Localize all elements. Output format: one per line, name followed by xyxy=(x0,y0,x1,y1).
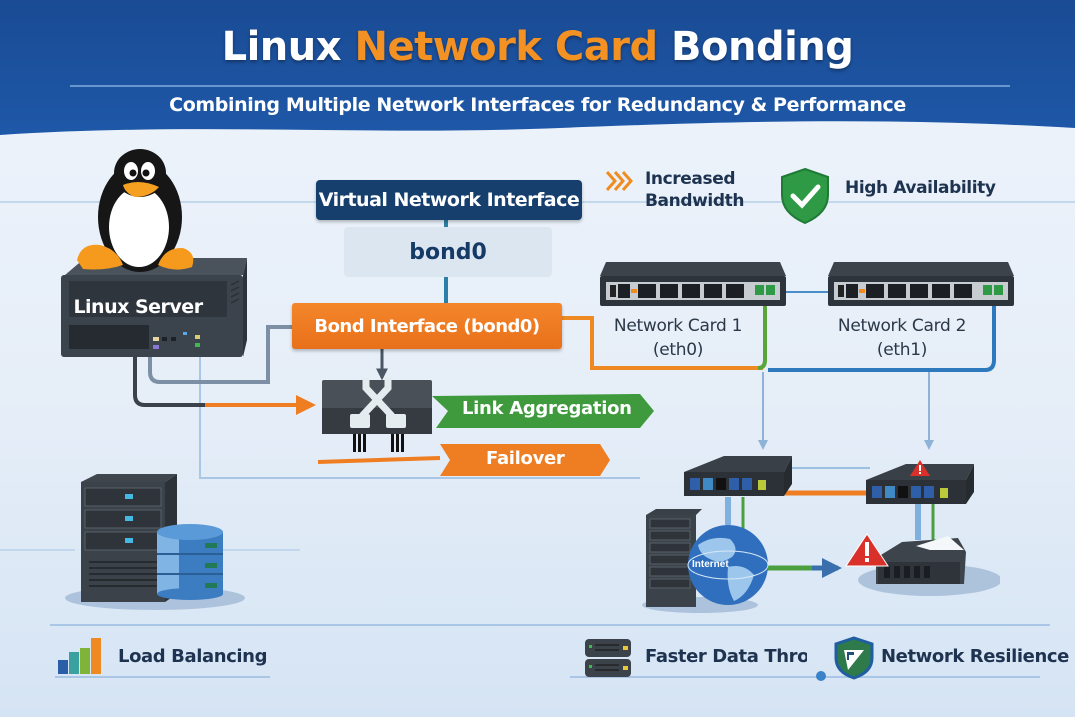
linux-server[interactable] xyxy=(55,145,255,360)
tux-penguin-icon xyxy=(77,149,194,272)
network-card-2[interactable] xyxy=(828,258,1014,308)
globe-label: Internet xyxy=(692,559,729,570)
shield-flag-icon xyxy=(834,636,874,680)
network-card-1-label: Network Card 1 (eth0) xyxy=(613,316,743,360)
chevrons-right-icon xyxy=(605,171,634,191)
feature-network-resilience: Network Resilience xyxy=(881,646,1069,667)
shield-check-icon xyxy=(781,167,829,225)
internet-globe: Internet xyxy=(642,509,769,613)
header-background xyxy=(0,0,1075,135)
failed-device xyxy=(845,533,1000,596)
linux-server-label: Linux Server xyxy=(73,296,203,318)
feature-high-availability: High Availability xyxy=(845,178,996,198)
bond-interface-box[interactable]: Bond Interface (bond0) xyxy=(292,303,562,349)
link-aggregation-tag[interactable] xyxy=(432,392,656,430)
feature-increased-bandwidth: Increased Bandwidth xyxy=(645,169,745,211)
server-database xyxy=(65,474,245,610)
bar-chart-icon xyxy=(58,638,101,674)
warning-icon xyxy=(845,533,889,567)
network-card-1[interactable] xyxy=(600,258,786,308)
feature-faster-data-throughput: Faster Data Throug xyxy=(645,646,807,667)
page-title: Linux Network Card Bonding xyxy=(221,24,854,70)
bonding-switch[interactable] xyxy=(320,378,435,454)
header-banner xyxy=(0,0,1075,160)
link-aggregation-label: Link Aggregation xyxy=(462,398,632,419)
virtual-network-interface[interactable]: Virtual Network Interface xyxy=(316,180,582,220)
bond0-interface[interactable]: bond0 xyxy=(344,227,552,277)
guide-line xyxy=(199,355,640,479)
network-card-2-label: Network Card 2 (eth1) xyxy=(837,316,967,360)
bottom-dot xyxy=(816,671,826,681)
failover-tag[interactable] xyxy=(440,442,612,478)
warning-icon xyxy=(910,460,930,476)
switch-left xyxy=(684,456,792,496)
title-accent: Network Card xyxy=(354,24,658,70)
switch-right xyxy=(866,460,974,504)
page-subtitle: Combining Multiple Network Interfaces fo… xyxy=(169,94,906,116)
feature-load-balancing: Load Balancing xyxy=(118,646,268,667)
server-stack-icon xyxy=(585,639,631,677)
failover-label: Failover xyxy=(486,448,565,469)
